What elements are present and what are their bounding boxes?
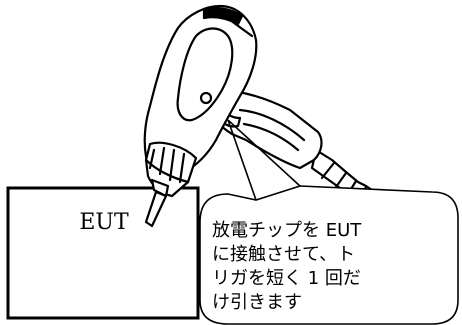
esd-gun-top-cap [202,6,254,38]
callout-line-3: リガを短く 1 回だ [212,268,361,289]
eut-box-outline [6,186,200,320]
esd-gun-indicator [199,91,213,105]
callout-line-2: に接触させて、ト [212,244,355,265]
callout-line-1: 放電チップを EUT [212,220,362,241]
esd-gun [143,4,378,228]
callout-pointer [227,119,301,201]
callout-line-4: け引きます [212,292,302,313]
esd-gun-nozzle [144,141,198,198]
esd-gun-discharge-tip [144,190,168,228]
esd-gun-grip-inner [238,108,306,152]
callout-bubble [199,185,459,325]
esd-gun-window [176,27,234,122]
instruction-callout: 放電チップを EUT に接触させて、ト リガを短く 1 回だ け引きます [199,119,459,325]
eut-label: EUT [79,210,129,235]
eut-box: EUT [6,186,200,320]
